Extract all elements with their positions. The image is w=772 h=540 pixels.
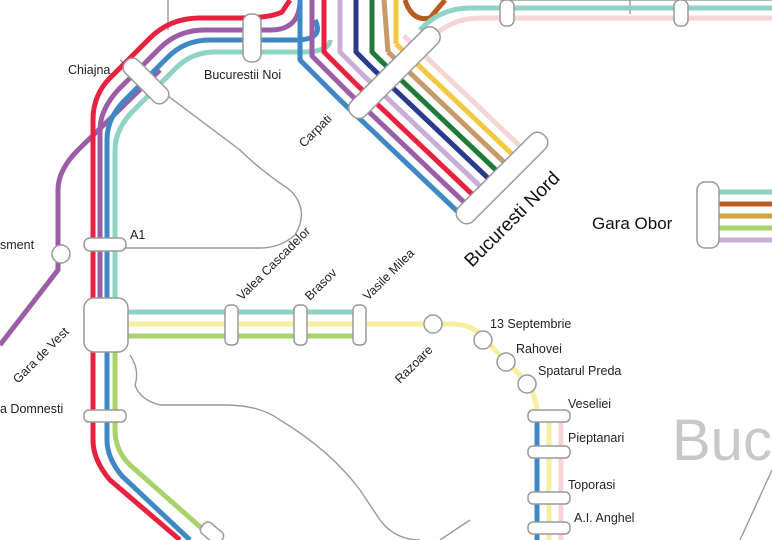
- label-carpati: Carpati: [296, 112, 334, 150]
- station-south-west-pill[interactable]: [198, 520, 225, 540]
- station-chiajna-marker[interactable]: [120, 55, 172, 107]
- label-domnesti: a Domnesti: [0, 402, 63, 416]
- label-toporasi: Toporasi: [568, 478, 615, 492]
- station-veseliei-marker[interactable]: [527, 409, 571, 423]
- line-purple-west: [0, 68, 162, 347]
- gara-obor-lines: [718, 189, 772, 243]
- station-top-pill-1[interactable]: [499, 0, 515, 27]
- station-valea-cascadelor-marker[interactable]: [224, 304, 239, 346]
- station-razoare-marker[interactable]: [423, 314, 443, 334]
- label-bucuresti-noi: Bucurestii Noi: [204, 68, 281, 82]
- city-label: Bucu: [672, 408, 772, 473]
- label-sment: sment: [0, 238, 35, 252]
- label-chiajna: Chiajna: [68, 63, 110, 77]
- station-vasile-milea-marker[interactable]: [352, 304, 367, 346]
- station-gara-obor-marker[interactable]: [696, 181, 720, 249]
- road-southeast: [739, 469, 772, 540]
- station-top-pill-2[interactable]: [673, 0, 689, 27]
- station-pieptanari-marker[interactable]: [527, 445, 571, 459]
- station-markers: [51, 0, 720, 540]
- station-a1-marker[interactable]: [83, 237, 127, 252]
- east-top-lines: [402, 0, 772, 42]
- label-pieptanari: Pieptanari: [568, 431, 624, 445]
- label-razoare: Razoare: [392, 343, 435, 386]
- label-spatarul-preda: Spatarul Preda: [538, 364, 621, 378]
- station-bucuresti-nord-marker[interactable]: [453, 129, 552, 228]
- trunk-lines-west: [90, 0, 333, 540]
- station-brasov-marker[interactable]: [293, 304, 308, 346]
- station-13-septembrie-marker[interactable]: [473, 330, 493, 350]
- road-southwest: [129, 354, 421, 540]
- station-carpati-marker[interactable]: [345, 23, 444, 122]
- label-gara-obor: Gara Obor: [592, 214, 673, 233]
- label-valea-cascadelor: Valea Cascadelor: [234, 224, 313, 303]
- road-south: [439, 519, 471, 540]
- station-bucuresti-noi-marker[interactable]: [242, 13, 262, 63]
- label-veseliei: Veseliei: [568, 397, 611, 411]
- station-rahovei-marker[interactable]: [496, 352, 516, 372]
- station-spatarul-preda-marker[interactable]: [517, 374, 537, 394]
- label-gara-de-vest: Gara de Vest: [10, 324, 72, 386]
- label-ai-anghel: A.I. Anghel: [574, 511, 634, 525]
- label-a1: A1: [130, 228, 145, 242]
- label-13-septembrie: 13 Septembrie: [490, 317, 571, 331]
- station-ai-anghel-marker[interactable]: [527, 521, 571, 535]
- nord-diagonal-bundle: [297, 0, 524, 214]
- road-northwest: [119, 59, 303, 249]
- road-network: [119, 0, 772, 540]
- station-sment-marker[interactable]: [51, 244, 71, 264]
- label-rahovei: Rahovei: [516, 342, 562, 356]
- label-vasile-milea: Vasile Milea: [360, 246, 417, 303]
- station-domnesti-marker[interactable]: [83, 409, 127, 423]
- label-brasov: Brasov: [302, 265, 340, 303]
- station-hub-marker[interactable]: [83, 297, 129, 353]
- station-toporasi-marker[interactable]: [527, 491, 571, 505]
- south-vertical-lines: [534, 415, 564, 540]
